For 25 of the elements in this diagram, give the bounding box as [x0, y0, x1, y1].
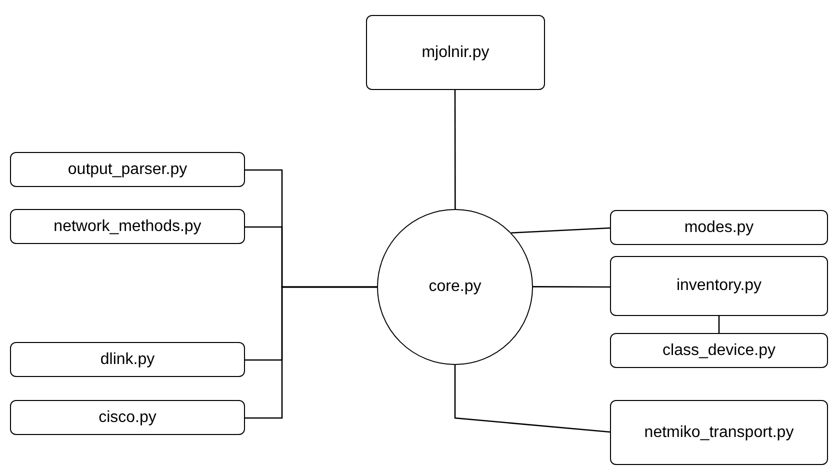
module-box	[10, 400, 245, 435]
file-name: network_methods.py	[54, 218, 202, 236]
connector-line	[718, 316, 720, 333]
module-box	[610, 256, 828, 316]
module-box	[10, 152, 245, 187]
module-box	[610, 400, 828, 465]
file-name: inventory.py	[676, 277, 762, 295]
module-box	[10, 209, 245, 244]
file-name: dlink.py	[100, 350, 155, 368]
module-box	[10, 342, 245, 377]
module-box	[610, 210, 828, 245]
module-box	[610, 333, 828, 368]
file-name: core.py	[428, 278, 482, 296]
file-name: cisco.py	[98, 408, 156, 426]
file-name: netmiko_transport.py	[644, 424, 794, 442]
connector-line	[533, 286, 610, 288]
file-name: class_device.py	[662, 342, 776, 360]
connector-line	[511, 227, 610, 234]
file-name: output_parser.py	[68, 160, 188, 178]
connector-line	[454, 365, 610, 433]
connector-line	[245, 286, 377, 419]
file-name: mjolnir.py	[422, 44, 490, 62]
module-box	[366, 15, 545, 90]
connector-line	[454, 90, 456, 209]
file-name: modes.py	[684, 218, 754, 236]
